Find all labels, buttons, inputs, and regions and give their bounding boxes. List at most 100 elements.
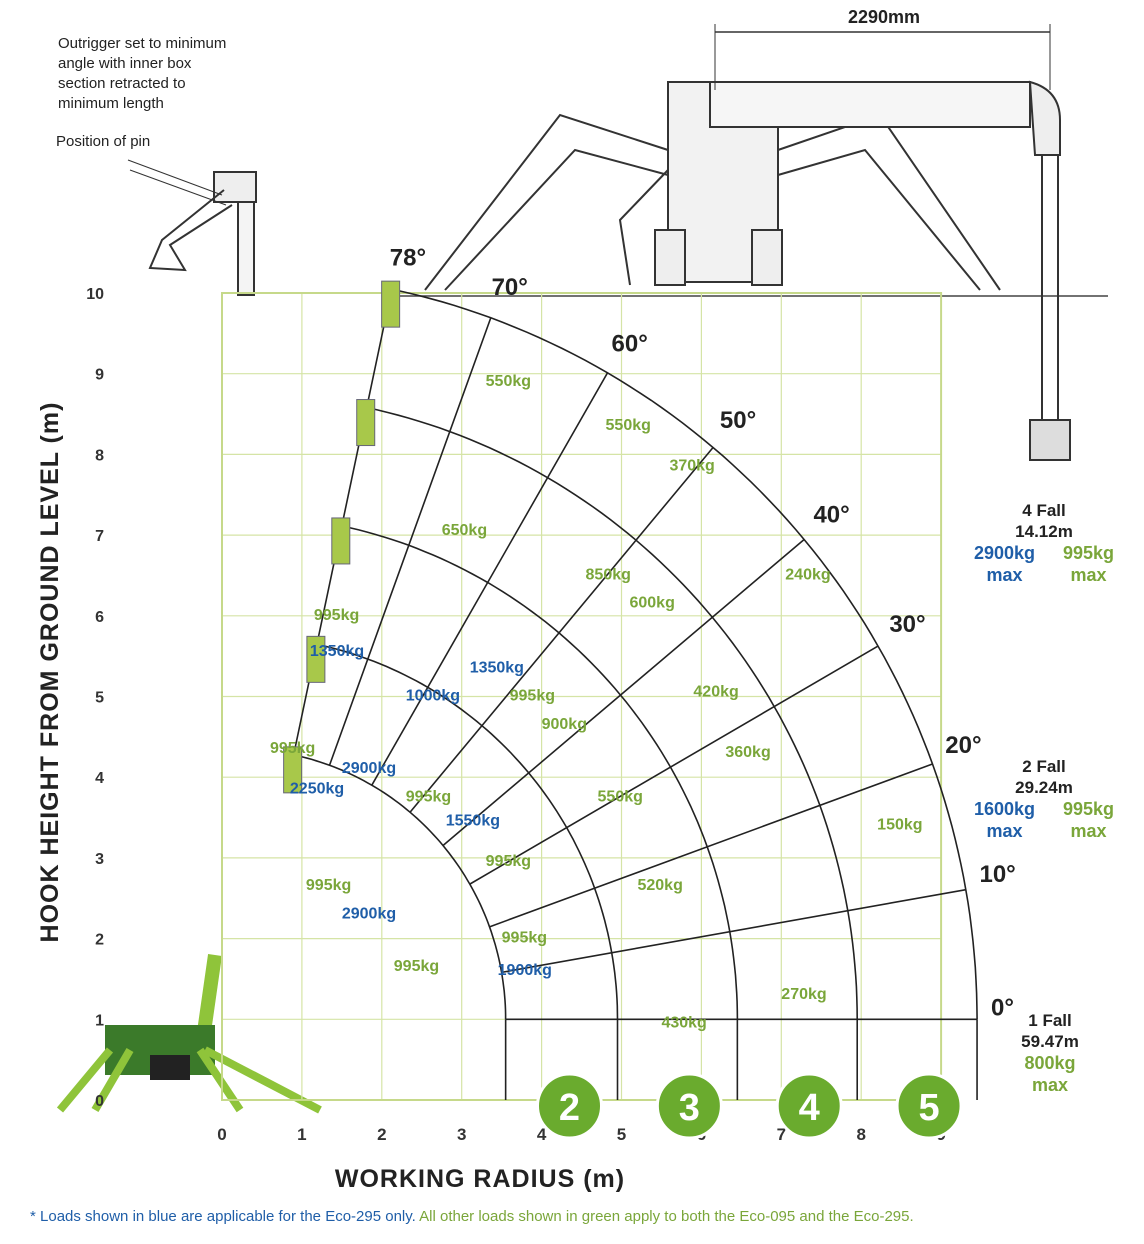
boom-marker: 4 <box>775 1072 843 1140</box>
fall-title: 2 Fall <box>1022 757 1066 776</box>
load-label: 550kg <box>598 788 643 805</box>
x-tick-label: 3 <box>457 1125 466 1144</box>
y-tick-label: 1 <box>95 1012 104 1029</box>
load-label: 520kg <box>637 877 682 894</box>
load-label: 600kg <box>629 595 674 612</box>
load-label: 995kg <box>502 930 547 947</box>
crane-illustration <box>127 24 1108 461</box>
fall-length: 59.47m <box>1021 1032 1079 1051</box>
load-label: 150kg <box>877 817 922 834</box>
fall-green-unit: max <box>1070 565 1107 585</box>
angle-label: 50° <box>720 407 756 434</box>
load-label: 995kg <box>394 958 439 975</box>
load-label: 1550kg <box>446 813 500 830</box>
outrigger-note-line: minimum length <box>58 95 164 112</box>
fall-length: 29.24m <box>1015 778 1073 797</box>
y-tick-label: 5 <box>95 690 104 707</box>
y-axis-label: HOOK HEIGHT FROM GROUND LEVEL (m) <box>36 402 64 943</box>
y-tick-label: 2 <box>95 932 104 949</box>
load-label: 900kg <box>542 716 587 733</box>
boom-angle-ray <box>489 763 933 928</box>
load-label: 995kg <box>510 688 555 705</box>
load-label: 420kg <box>693 684 738 701</box>
dimension-label: 2290mm <box>848 7 920 27</box>
boom-section <box>356 399 376 447</box>
boom-marker-label: 3 <box>679 1087 700 1129</box>
x-tick-label: 2 <box>377 1125 386 1144</box>
load-label: 995kg <box>270 740 315 757</box>
load-label: 995kg <box>314 607 359 624</box>
boom-section <box>331 517 351 565</box>
boom-angle-ray <box>442 538 805 847</box>
load-label: 2900kg <box>342 760 396 777</box>
load-label: 430kg <box>661 1014 706 1031</box>
boom-marker-label: 4 <box>799 1087 820 1129</box>
boom-length-arc <box>391 288 978 1020</box>
load-label: 995kg <box>306 877 351 894</box>
boom-section <box>283 746 303 794</box>
x-tick-label: 5 <box>617 1125 626 1144</box>
fall-blue-unit: max <box>986 821 1023 841</box>
boom-marker-circle <box>775 1072 843 1140</box>
boom-section <box>381 280 401 328</box>
angle-label: 10° <box>979 861 1015 888</box>
load-label: 995kg <box>406 788 451 805</box>
y-tick-label: 8 <box>95 447 104 464</box>
pin-note: Position of pin <box>56 133 151 150</box>
x-tick-label: 8 <box>856 1125 865 1144</box>
angle-label: 60° <box>612 330 648 357</box>
boom-length-arc <box>293 754 507 1020</box>
load-label: 1900kg <box>498 962 552 979</box>
angle-label: 30° <box>889 611 925 638</box>
boom-angle-ray <box>328 317 492 766</box>
load-label: 360kg <box>725 744 770 761</box>
boom-angle-ray <box>469 645 879 885</box>
y-tick-label: 7 <box>95 528 104 545</box>
load-label: 995kg <box>486 853 531 870</box>
fall-green-load: 995kg <box>1063 799 1115 819</box>
outrigger-note-line: Outrigger set to minimum <box>58 35 227 52</box>
outrigger-note: Outrigger set to minimum angle with inne… <box>58 34 226 114</box>
outrigger-note-line: section retracted to <box>58 75 186 92</box>
boom-angle-ray <box>409 446 714 813</box>
y-tick-label: 9 <box>95 367 104 384</box>
fall-title: 4 Fall <box>1022 501 1066 520</box>
fall-green-unit: max <box>1031 1075 1069 1095</box>
angle-label: 40° <box>813 502 849 529</box>
load-label: 1350kg <box>470 659 524 676</box>
load-label: 240kg <box>785 566 830 583</box>
boom-angle-ray <box>371 372 609 786</box>
y-tick-label: 0 <box>95 1093 104 1110</box>
load-label: 650kg <box>442 522 487 539</box>
x-tick-label: 7 <box>777 1125 786 1144</box>
footer-green-text: All other loads shown in green apply to … <box>415 1208 914 1225</box>
boom-marker-circle <box>655 1072 723 1140</box>
load-label: 370kg <box>669 458 714 475</box>
load-label: 850kg <box>586 566 631 583</box>
load-label: 270kg <box>781 986 826 1003</box>
load-label: 550kg <box>606 417 651 434</box>
boom-length-arc <box>316 643 619 1020</box>
angle-label: 78° <box>390 244 426 271</box>
footer-blue-text: * Loads shown in blue are applicable for… <box>30 1208 416 1225</box>
boom-length-arc <box>366 406 858 1020</box>
boom-section <box>306 635 326 683</box>
y-tick-label: 6 <box>95 609 104 626</box>
boom-marker-circle <box>536 1072 604 1140</box>
boom-marker: 3 <box>655 1072 723 1140</box>
fall-green-load: 800kg <box>1024 1053 1076 1073</box>
load-label: 1350kg <box>310 643 364 660</box>
boom-length-arc <box>341 525 739 1020</box>
fall-green-load: 995kg <box>1063 543 1115 563</box>
y-tick-label: 4 <box>95 770 104 787</box>
boom-marker-circle <box>895 1072 963 1140</box>
fall-title: 1 Fall <box>1028 1011 1072 1030</box>
boom-angle-ray <box>501 888 966 974</box>
x-axis-label: WORKING RADIUS (m) <box>335 1165 625 1193</box>
fall-length: 14.12m <box>1015 522 1073 541</box>
angle-label: 70° <box>492 274 528 301</box>
load-label: 550kg <box>486 373 531 390</box>
